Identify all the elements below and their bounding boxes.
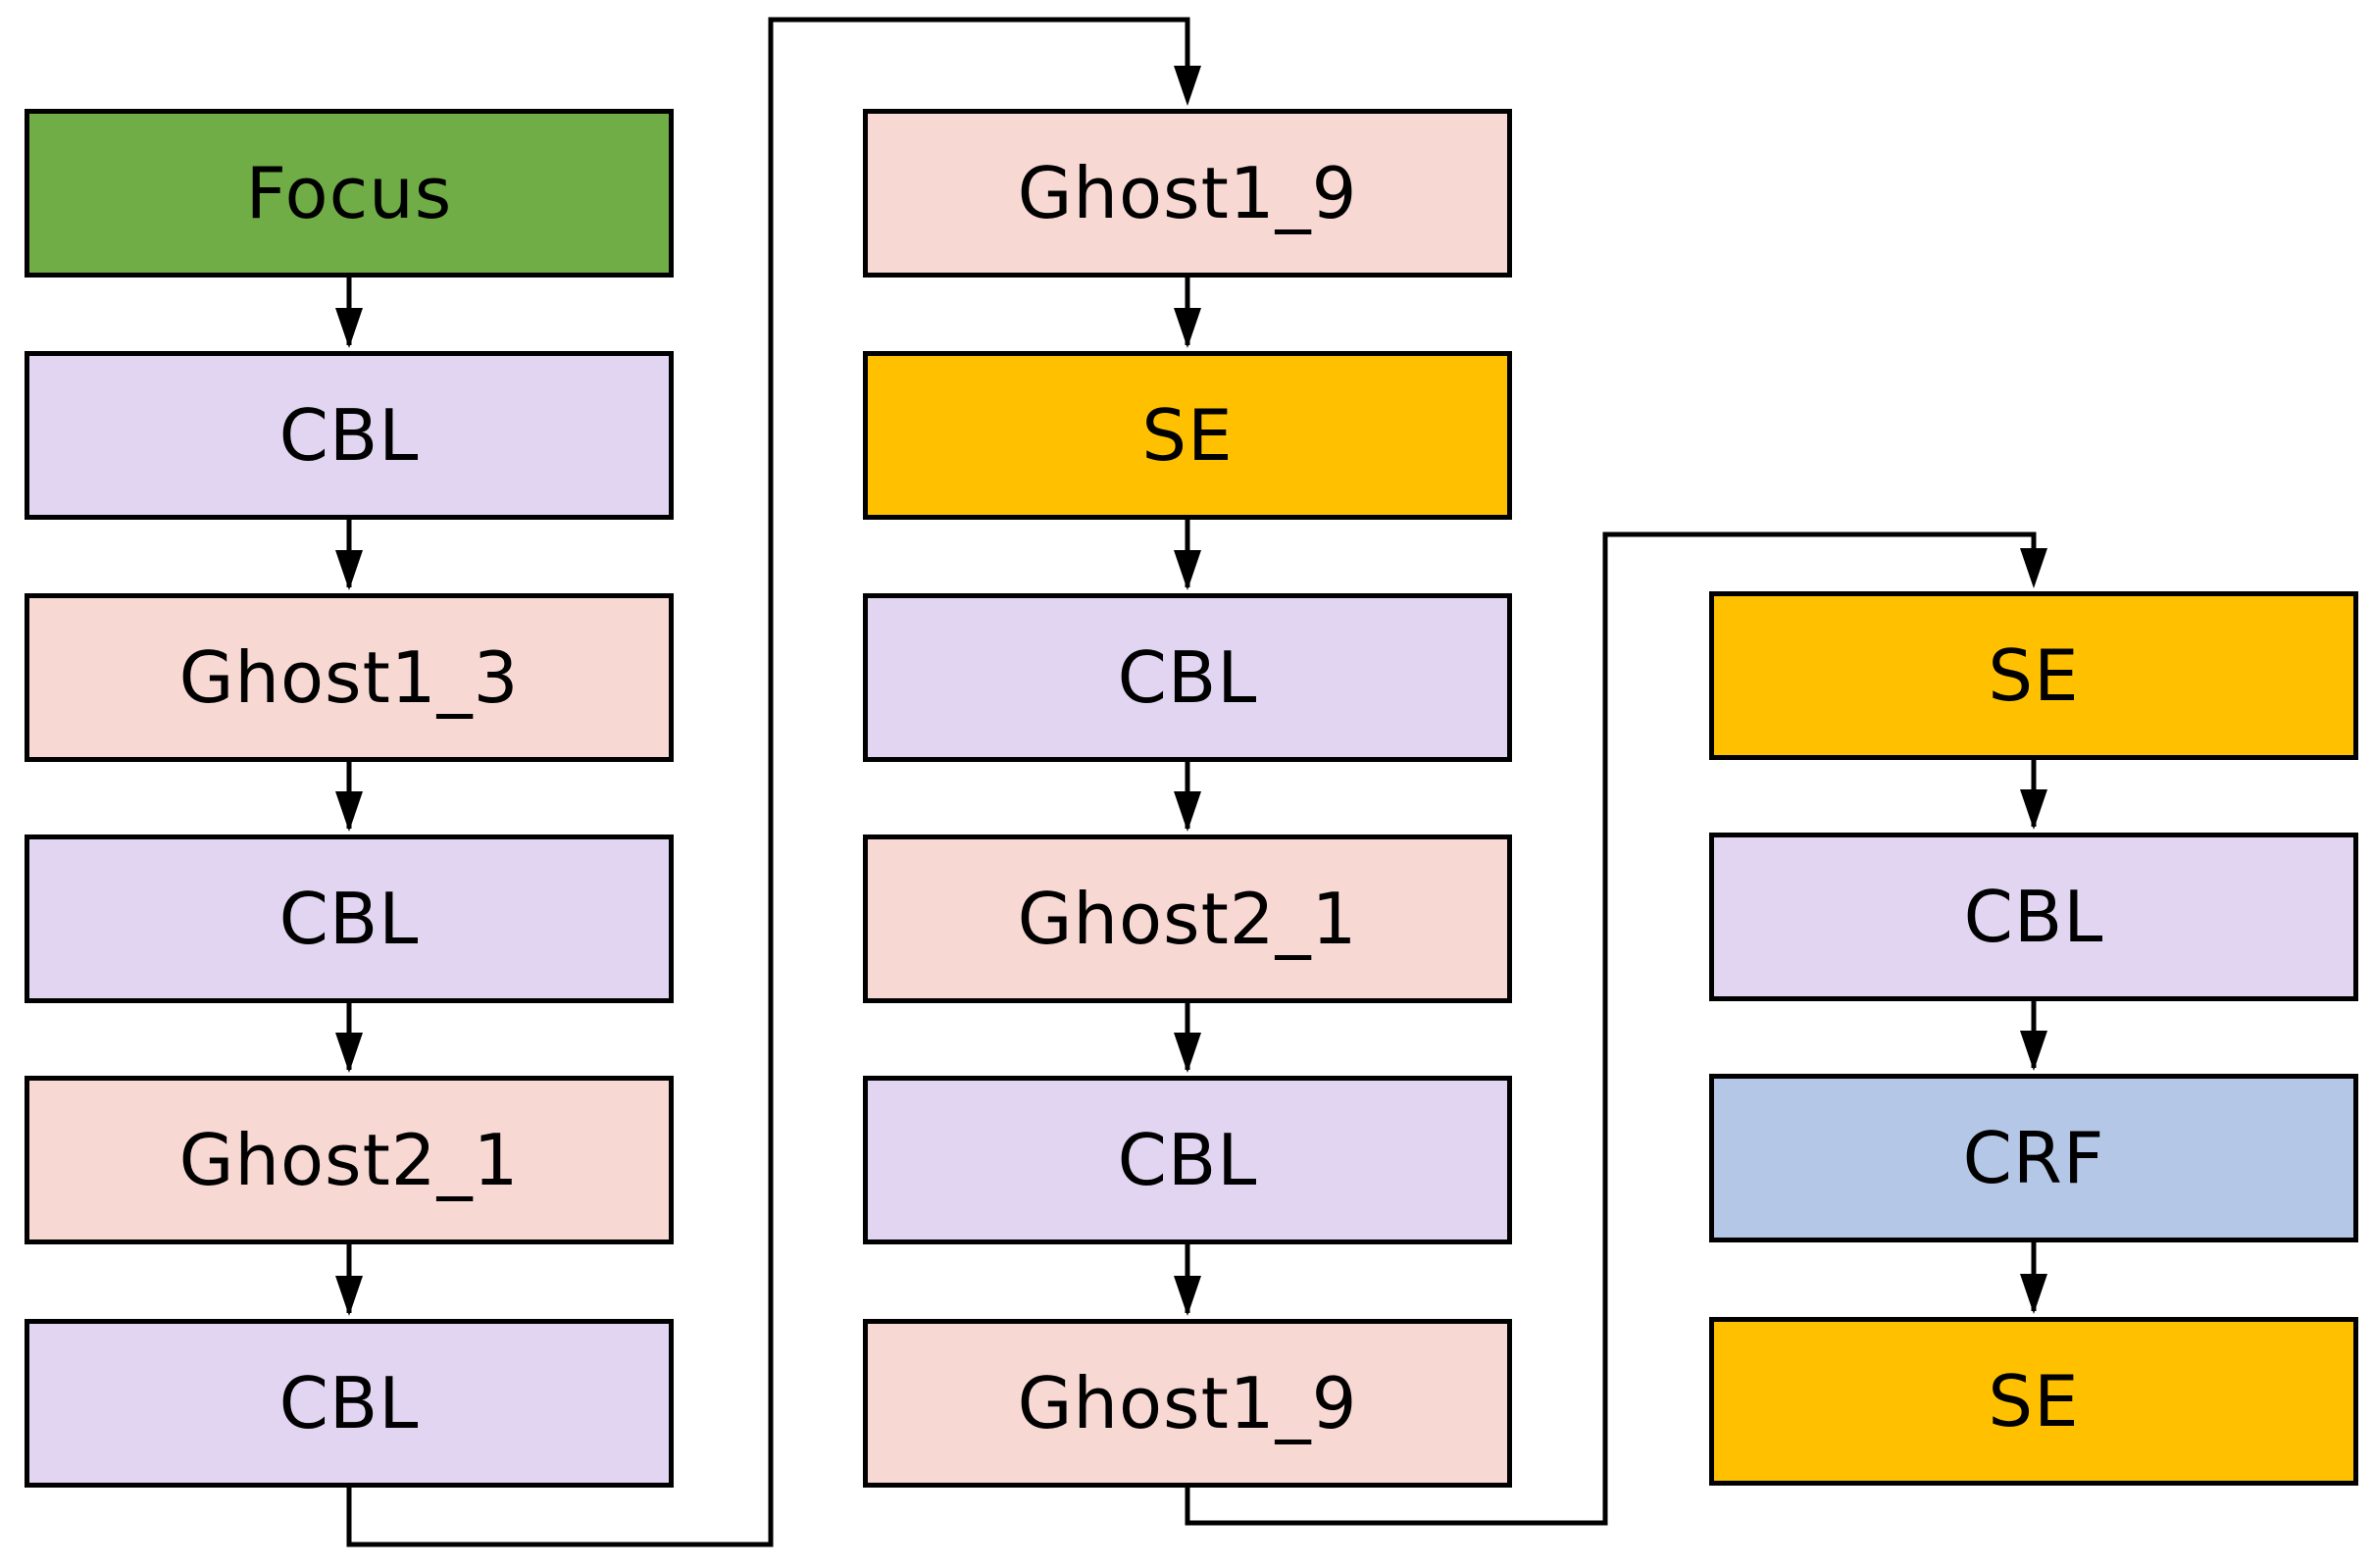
focus-block: Focus	[25, 109, 674, 278]
arrowheads	[335, 66, 2047, 1316]
block-label: Focus	[245, 152, 453, 234]
arrowhead-icon	[335, 791, 363, 832]
arrowhead-icon	[2020, 1274, 2047, 1314]
block-label: CRF	[1962, 1117, 2105, 1199]
arrowhead-icon	[335, 1033, 363, 1073]
arrowhead-icon	[1174, 1033, 1201, 1073]
block-label: SE	[1988, 634, 2080, 717]
block-label: CBL	[1963, 876, 2104, 958]
arrowhead-icon	[1174, 308, 1201, 348]
ghost-block: Ghost1_3	[25, 593, 674, 762]
ghost-block: Ghost2_1	[863, 835, 1512, 1003]
ghost-block: Ghost1_9	[863, 1319, 1512, 1488]
cbl-block: CBL	[25, 835, 674, 1003]
ghost-block: Ghost2_1	[25, 1076, 674, 1244]
ghost-block: Ghost1_9	[863, 109, 1512, 278]
block-label: SE	[1988, 1360, 2080, 1442]
arrowhead-icon	[1174, 791, 1201, 832]
block-label: CBL	[1117, 636, 1258, 719]
cbl-block: CBL	[25, 1319, 674, 1488]
block-label: CBL	[1117, 1119, 1258, 1201]
arrowhead-icon	[1174, 66, 1201, 106]
arrowhead-icon	[1174, 550, 1201, 590]
arrowhead-icon	[335, 550, 363, 590]
cbl-block: CBL	[25, 351, 674, 520]
se-block: SE	[1709, 591, 2358, 760]
arrowhead-icon	[2020, 789, 2047, 830]
block-label: Ghost1_3	[178, 636, 520, 719]
block-label: Ghost2_1	[1017, 878, 1358, 960]
arrowhead-icon	[1174, 1276, 1201, 1316]
connector-col2-to-col3	[1185, 531, 2037, 1526]
se-block: SE	[863, 351, 1512, 520]
se-block: SE	[1709, 1317, 2358, 1486]
cbl-block: CBL	[863, 593, 1512, 762]
block-label: Ghost2_1	[178, 1119, 520, 1201]
connector-col1-to-col2	[346, 17, 1190, 1547]
arrowhead-icon	[335, 308, 363, 348]
block-label: Ghost1_9	[1017, 152, 1358, 234]
block-label: CBL	[278, 394, 420, 477]
arrowhead-icon	[335, 1276, 363, 1316]
arrowhead-icon	[2020, 548, 2047, 588]
cbl-block: CBL	[1709, 833, 2358, 1001]
block-label: SE	[1141, 394, 1234, 477]
block-label: Ghost1_9	[1017, 1362, 1358, 1444]
block-label: CBL	[278, 878, 420, 960]
block-label: CBL	[278, 1362, 420, 1444]
arrowhead-icon	[2020, 1031, 2047, 1071]
cbl-block: CBL	[863, 1076, 1512, 1244]
crf-block: CRF	[1709, 1074, 2358, 1242]
